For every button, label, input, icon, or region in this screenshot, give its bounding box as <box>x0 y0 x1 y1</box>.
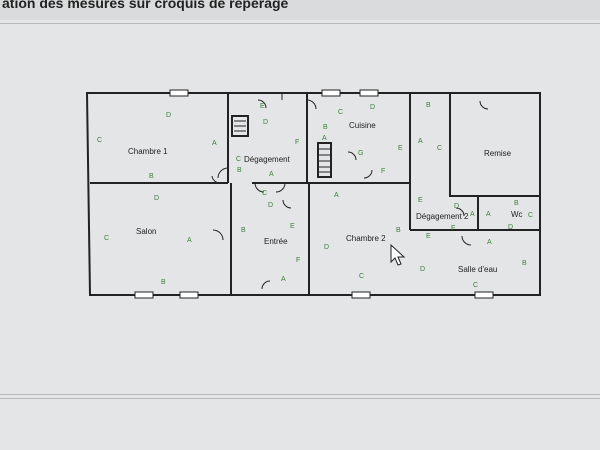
wall-mark: F <box>381 168 385 175</box>
window <box>179 291 199 299</box>
door-arc <box>306 99 317 110</box>
wall-mark: D <box>154 195 159 202</box>
room-label-entree: Entrée <box>264 237 288 246</box>
wall-mark: C <box>473 282 478 289</box>
room-label-chambre1: Chambre 1 <box>128 147 168 156</box>
wall-mark: A <box>487 239 492 246</box>
door-arc <box>261 280 271 290</box>
wall-segment <box>449 93 540 197</box>
fireplace <box>231 115 249 137</box>
wall-mark: B <box>522 260 527 267</box>
room-label-remise: Remise <box>484 149 512 158</box>
wall-mark: D <box>166 112 171 119</box>
wall-mark: C <box>437 145 442 152</box>
wall-mark: F <box>451 225 455 232</box>
door-arc <box>217 167 229 179</box>
wall-mark: D <box>420 266 425 273</box>
wall-mark: A <box>212 140 217 147</box>
page-title: ation des mesures sur croquis de repérag… <box>2 0 289 11</box>
wall-mark: B <box>149 173 154 180</box>
wall-mark: C <box>338 109 343 116</box>
door-arc <box>275 182 286 193</box>
window <box>351 291 371 299</box>
wall-mark: A <box>187 237 192 244</box>
wall-mark: E <box>418 197 423 204</box>
wall-mark: F <box>295 139 299 146</box>
footer-divider <box>0 394 600 395</box>
wall-mark: C <box>528 212 533 219</box>
wall-mark: D <box>263 119 268 126</box>
door-arc <box>212 229 224 241</box>
room-label-wc: Wc <box>511 210 523 219</box>
door-arc <box>347 151 357 161</box>
wall-mark: A <box>281 276 286 283</box>
wall-mark: D <box>508 224 513 231</box>
outer-wall <box>85 92 541 296</box>
window <box>169 89 189 97</box>
wall-mark: A <box>418 138 423 145</box>
wall-mark: D <box>454 203 459 210</box>
window <box>134 291 154 299</box>
wall-mark: C <box>359 273 364 280</box>
mouse-cursor-icon <box>390 243 406 266</box>
wall-mark: B <box>161 279 166 286</box>
room-label-chambre2: Chambre 2 <box>346 234 386 243</box>
window <box>359 89 379 97</box>
door-arc <box>455 207 465 217</box>
window <box>321 89 341 97</box>
door-arc <box>211 175 221 184</box>
wall-mark: A <box>486 211 491 218</box>
room-label-salon: Salon <box>136 227 156 236</box>
door-arc <box>479 100 489 110</box>
wall-mark: C <box>236 156 241 163</box>
window <box>474 291 494 299</box>
wall-mark: D <box>268 202 273 209</box>
header-divider <box>0 23 600 24</box>
wall-mark: C <box>97 137 102 144</box>
room-label-degagement: Dégagement <box>244 155 291 164</box>
wall-mark: F <box>296 257 300 264</box>
wall-mark: C <box>262 190 267 197</box>
stair-steps <box>318 148 331 173</box>
wall-mark: E <box>426 233 431 240</box>
room-label-cuisine: Cuisine <box>349 121 376 130</box>
wall-mark: G <box>358 150 363 157</box>
app-header: ation des mesures sur croquis de repérag… <box>0 0 600 20</box>
wall-mark: A <box>334 192 339 199</box>
wall-mark: A <box>470 211 475 218</box>
footer-divider-2 <box>0 398 600 399</box>
door-arc <box>363 169 373 179</box>
wall-mark: B <box>514 200 519 207</box>
room-label-salle-eau: Salle d'eau <box>458 265 497 274</box>
wall-mark: E <box>290 223 295 230</box>
door-arc <box>254 182 265 193</box>
wall-mark: E <box>398 145 403 152</box>
wall-mark: D <box>324 244 329 251</box>
wall-marks: D C A B E D C F B A C D B A E G F B A C … <box>97 102 533 289</box>
door-arc <box>461 235 472 246</box>
staircase <box>317 142 332 178</box>
wall-mark: D <box>370 104 375 111</box>
wall-mark: B <box>241 227 246 234</box>
wall-mark: B <box>237 167 242 174</box>
wall-mark: C <box>104 235 109 242</box>
wall-mark: A <box>322 135 327 142</box>
wall-mark: B <box>323 124 328 131</box>
door-arc <box>282 199 292 209</box>
wall-mark: B <box>426 102 431 109</box>
fireplace-lines <box>234 120 246 132</box>
door-arc <box>257 99 267 109</box>
wall-mark: E <box>260 103 265 110</box>
wall-mark: A <box>269 171 274 178</box>
room-label-degagement2: Dégagement 2 <box>416 212 469 221</box>
wall-mark: B <box>396 227 401 234</box>
